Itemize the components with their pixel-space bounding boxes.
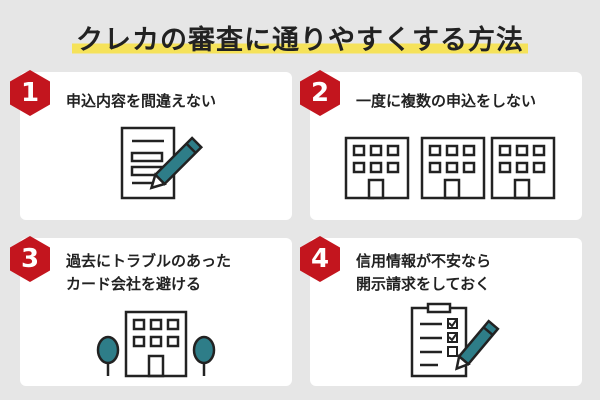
building-icon-2 <box>420 136 486 200</box>
page-title-text: クレカの審査に通りやすくする方法 <box>72 25 528 56</box>
document-pen-icon <box>120 126 204 200</box>
card-label-4-line-2: 開示請求をしておく <box>356 275 491 293</box>
tree-icon-left <box>96 335 120 376</box>
card-label-3: 過去にトラブルのあった カード会社を避ける <box>66 250 231 296</box>
card-label-1-line-1: 申込内容を間違えない <box>66 92 217 110</box>
card-label-2: 一度に複数の申込をしない <box>356 90 536 113</box>
card-label-1: 申込内容を間違えない <box>66 90 216 113</box>
card-label-2-line-1: 一度に複数の申込をしない <box>356 92 537 110</box>
building-icon-3 <box>490 136 556 200</box>
checklist-pen-icon <box>410 302 500 378</box>
card-label-3-line-1: 過去にトラブルのあった <box>66 252 232 270</box>
card-label-4-line-1: 信用情報が不安なら <box>356 252 492 270</box>
multiple-buildings-icon <box>344 136 556 200</box>
page-title: クレカの審査に通りやすくする方法 <box>0 18 600 57</box>
office-building-icon <box>124 310 188 378</box>
tree-icon-right <box>192 335 216 376</box>
building-icon-1 <box>344 136 410 200</box>
building-with-trees-icon <box>96 310 216 378</box>
card-label-3-line-2: カード会社を避ける <box>66 275 202 293</box>
card-label-4: 信用情報が不安なら 開示請求をしておく <box>356 250 491 296</box>
